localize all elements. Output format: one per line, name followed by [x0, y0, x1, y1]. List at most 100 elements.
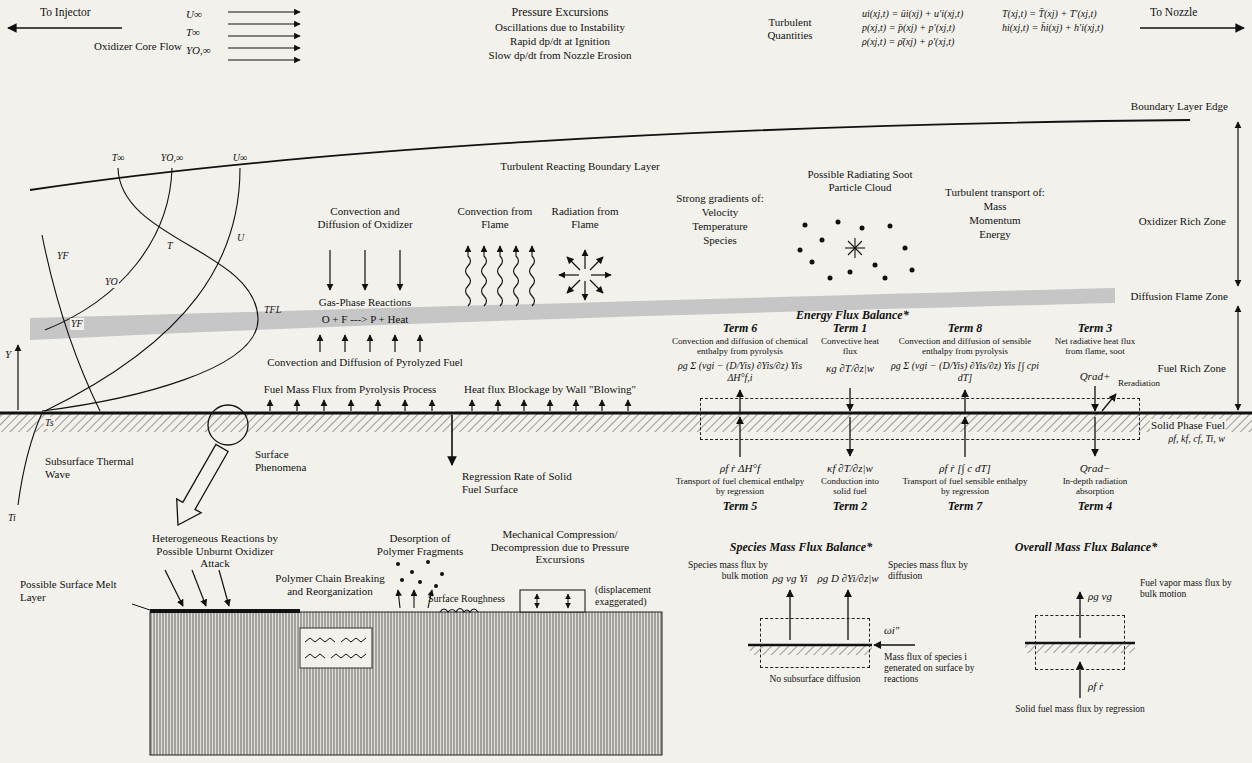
compression-arrow [537, 594, 538, 608]
radiation-star [590, 257, 603, 270]
profile-label: YO,∞ [161, 152, 183, 164]
note-text: Temperature [692, 220, 747, 233]
zone-label: Fuel Rich Zone [1158, 362, 1226, 375]
note-text: Oscillations due to Instability [495, 21, 625, 34]
fuel-mass-flux-arrow [270, 400, 432, 411]
polymer-chain-inset [341, 638, 366, 642]
equation: ωi″ [884, 624, 899, 637]
term-description: Transport of fuel sensible enthalpy by r… [900, 476, 1030, 497]
note-text: Reradiation [1118, 378, 1160, 388]
term-description: Transport of fuel chemical enthalpy by r… [675, 476, 805, 497]
zone-label: Oxidizer Rich Zone [1139, 215, 1226, 228]
note-text: Convection from Flame [455, 205, 535, 230]
flux-description: Mass flux of species i generated on surf… [884, 652, 989, 685]
term-label: Term 5 [723, 500, 758, 514]
note-text: Surface Roughness [428, 593, 505, 605]
soot-particle [836, 220, 841, 225]
note-text: Desorption of Polymer Fragments [370, 532, 470, 557]
pyrolyzed-fuel-arrow [394, 335, 395, 352]
pyrolyzed-fuel-arrow [369, 335, 370, 352]
note-text: Momentum [969, 214, 1020, 227]
energy-flux-arrow [1094, 417, 1095, 456]
radiation-star [584, 250, 585, 269]
soot-particle [888, 224, 893, 229]
symbol: YO,∞ [186, 44, 211, 57]
energy-flux-arrow [964, 390, 965, 412]
convection-wavy-arrow [482, 246, 487, 306]
equation: ρf ṙ ΔH°f [720, 462, 760, 475]
balance-heading: Species Mass Flux Balance* [691, 541, 911, 555]
equation: Qrad+ [1080, 370, 1111, 383]
axis-arrow [17, 345, 18, 410]
soot-particle [910, 268, 915, 273]
radiation-star [559, 274, 579, 275]
polymer-fragment [440, 572, 444, 576]
species-flux-arrow [874, 644, 915, 645]
profile-curve [42, 235, 100, 411]
core-flow-arrow [228, 47, 300, 48]
term-description: In-depth radiation absorption [1050, 476, 1140, 497]
heading-text: Turbulent Quantities [750, 16, 830, 41]
note-text: Rapid dp/dt at Ignition [510, 35, 610, 48]
desorption-arrow [398, 590, 432, 608]
zone-extent-arrow [1237, 122, 1238, 410]
term-label: Term 3 [1078, 322, 1113, 336]
direction-label: To Injector [40, 6, 91, 19]
compression-block [520, 590, 585, 612]
flux-description: Fuel vapor mass flux by bulk motion [1140, 578, 1240, 600]
pyrolyzed-fuel-arrow [319, 335, 320, 352]
term-description: Net radiative heat flux from flame, soot [1050, 336, 1140, 357]
zone-extent-arrow [1237, 306, 1238, 410]
boundary-layer-edge [30, 120, 1190, 190]
equation: ρ(xj,t) = ρ̄(xj) + ρ′(xj,t) [862, 36, 954, 48]
energy-flux-arrow [740, 386, 1116, 457]
radiation-star [559, 250, 611, 300]
energy-flux-arrow [739, 417, 740, 457]
surface-melt-layer [150, 609, 300, 613]
note-text: Possible Radiating Soot Particle Cloud [795, 168, 925, 193]
polymer-fragment [434, 584, 438, 588]
profile-curve [45, 168, 172, 330]
soot-particle [873, 263, 878, 268]
polymer-fragment [396, 560, 444, 588]
control-volume-box: Energy Flux Balance* [700, 398, 1140, 440]
term-description: Convection and diffusion of sensible ent… [895, 336, 1035, 357]
term-description: Convective heat flux [815, 336, 885, 357]
convection-wavy-arrow [530, 246, 535, 306]
flux-description: Species mass flux by diffusion [888, 560, 973, 582]
term-label: Term 4 [1078, 500, 1113, 514]
equation: ρf ṙ [1088, 680, 1103, 693]
blowing-arrow [575, 400, 576, 411]
note-text: Subsurface Thermal Wave [45, 455, 140, 480]
core-flow-arrow [228, 12, 300, 60]
profile-label: YO [104, 276, 119, 288]
radiation-star [584, 281, 585, 300]
profile-label: YF [70, 318, 84, 330]
equation: Qrad− [1080, 462, 1111, 475]
profile-label: U [236, 232, 245, 244]
fuel-mass-flux-arrow [404, 400, 405, 411]
fuel-mass-flux-arrow [323, 400, 324, 411]
fuel-mass-flux-arrow [350, 400, 351, 411]
soot-particle [798, 220, 915, 281]
note-text: Velocity [702, 206, 739, 219]
blowing-arrow [497, 400, 498, 411]
oxidizer-arrow [329, 250, 330, 290]
balance-heading: Energy Flux Balance* [796, 309, 946, 323]
zone-label: Diffusion Flame Zone [1130, 290, 1228, 303]
species-surface-hatch [750, 646, 872, 655]
equation: p(xj,t) = p̄(xj) + p′(xj,t) [862, 22, 955, 34]
overall-surface-line [1025, 642, 1135, 645]
zone-label: Solid Phase Fuel [1150, 419, 1226, 432]
blowing-arrow [627, 400, 628, 411]
species-flux-arrow [847, 590, 848, 640]
energy-flux-arrow [1102, 394, 1116, 411]
note-text: Slow dp/dt from Nozzle Erosion [489, 49, 632, 62]
soot-radiation-star [848, 241, 862, 255]
flux-description: No subsurface diffusion [769, 674, 860, 685]
note-text: Fuel Mass Flux from Pyrolysis Process [264, 383, 437, 396]
zone-label: Turbulent Reacting Boundary Layer [500, 160, 659, 173]
soot-particle [903, 246, 908, 251]
surface-detail-circle [208, 405, 248, 445]
